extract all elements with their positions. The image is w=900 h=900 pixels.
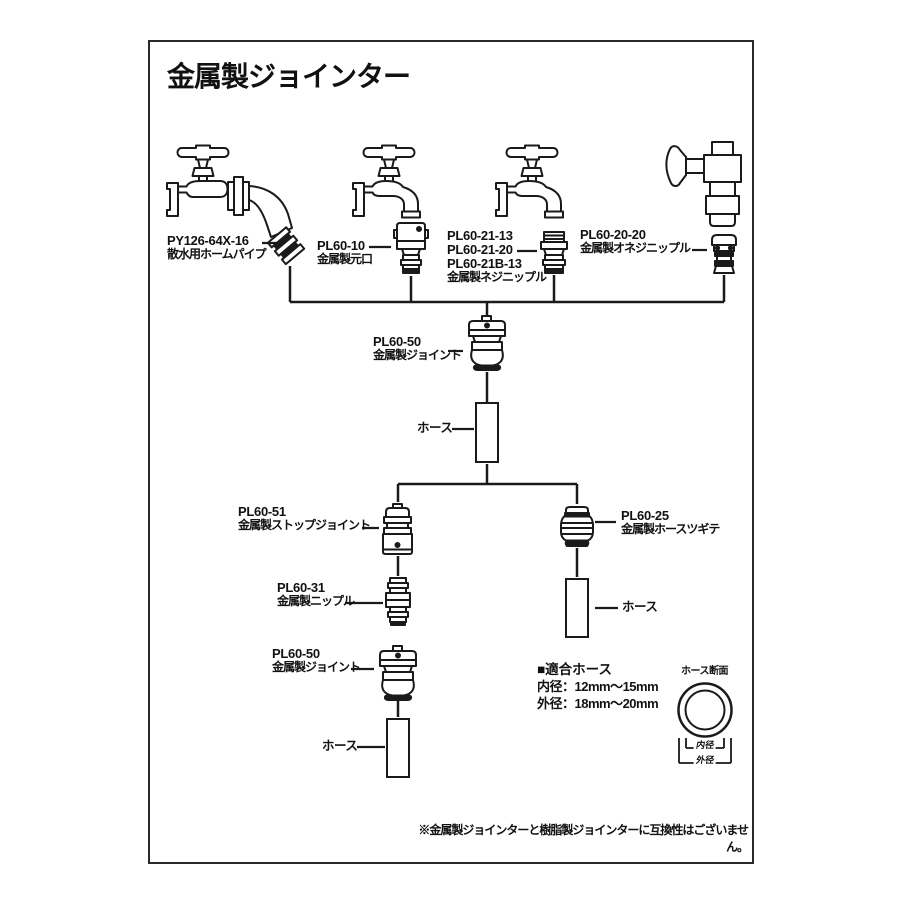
hose-rect-3 (565, 578, 589, 638)
cross-section-outer-label: 外径 (693, 755, 717, 766)
adapter-icon-neji-nipple (540, 231, 568, 274)
nipple-icon (385, 577, 411, 626)
cross-section-inner-label: 内径 (693, 740, 717, 751)
cross-section-title: ホース断面 (681, 666, 729, 677)
part-code: PY126-64X-16 (167, 233, 249, 248)
label-hose-3: ホース (622, 600, 658, 614)
part-name: 金属製オネジニップル (580, 241, 691, 256)
part-code: PL60-50 (373, 334, 421, 349)
part-code: PL60-25 (621, 508, 669, 523)
hose-spec-inner: 内径：12mm～15mm (537, 679, 659, 694)
label-joint-bottom: PL60-50 金属製ジョイント (272, 646, 361, 675)
part-code: PL60-21-13 (447, 228, 513, 243)
part-code: PL60-51 (238, 504, 286, 519)
hose-spec-outer: 外径：18mm～20mm (537, 696, 659, 711)
joint-icon-top (468, 315, 506, 371)
faucet-icon-3 (495, 144, 564, 219)
hose-rects (386, 402, 589, 778)
stop-joint-icon (382, 503, 413, 555)
part-code: PL60-50 (272, 646, 320, 661)
part-code: PL60-21B-13 (447, 256, 522, 272)
part-name: 金属製ストップジョイント (238, 518, 371, 533)
hose-spec-heading: ■適合ホース (537, 662, 612, 677)
label-oneji-nipple: PL60-20-20 金属製オネジニップル (580, 227, 691, 256)
part-code: PL60-10 (317, 238, 365, 253)
faucet-icon-2 (352, 144, 421, 219)
adapter-icon-oneji-nipple (711, 234, 737, 274)
part-name: 金属製ホースツギテ (621, 522, 720, 537)
diagram-border (148, 40, 754, 864)
label-hose-tsugite: PL60-25 金属製ホースツギテ (621, 508, 720, 537)
part-name: 金属製ジョイント (272, 660, 361, 675)
part-name: 金属製ジョイント (373, 348, 462, 363)
part-code: PL60-31 (277, 580, 325, 595)
label-hose-1: ホース (417, 421, 453, 435)
hose-rect-2 (386, 718, 410, 778)
label-hose-2: ホース (322, 739, 358, 753)
compatibility-note: ※金属製ジョインターと樹脂製ジョインターに互換性はございません。 (418, 823, 749, 854)
label-motoguchi: PL60-10 金属製元口 (317, 238, 373, 267)
label-joint-top: PL60-50 金属製ジョイント (373, 334, 462, 363)
part-code: PL60-20-20 (580, 227, 646, 242)
label-home-pipe: PY126-64X-16 散水用ホームパイプ (167, 233, 267, 262)
faucet-icon-4 (665, 141, 742, 227)
part-name: 金属製ネジニップル (447, 270, 547, 285)
hose-tsugite-icon (560, 506, 594, 547)
leader-lines (262, 241, 707, 749)
part-name: 散水用ホームパイプ (167, 247, 267, 262)
part-name: 金属製ニップル (277, 594, 355, 609)
label-nipple: PL60-31 金属製ニップル (277, 580, 355, 609)
adapter-icon-motoguchi (393, 222, 429, 274)
hose-cross-section-icon (677, 682, 733, 764)
connector-lines (288, 266, 726, 717)
part-code: PL60-21-20 (447, 242, 513, 258)
page-title: 金属製ジョインター (167, 61, 411, 92)
hose-rect-1 (475, 402, 499, 463)
joint-icon-bottom (379, 645, 417, 701)
label-neji-nipple: PL60-21-13 PL60-21-20 PL60-21B-13 金属製ネジニ… (447, 228, 547, 285)
hose-spec: ■適合ホース 内径：12mm～15mm 外径：18mm～20mm (537, 661, 659, 712)
part-name: 金属製元口 (317, 252, 373, 267)
label-stop-joint: PL60-51 金属製ストップジョイント (238, 504, 371, 533)
